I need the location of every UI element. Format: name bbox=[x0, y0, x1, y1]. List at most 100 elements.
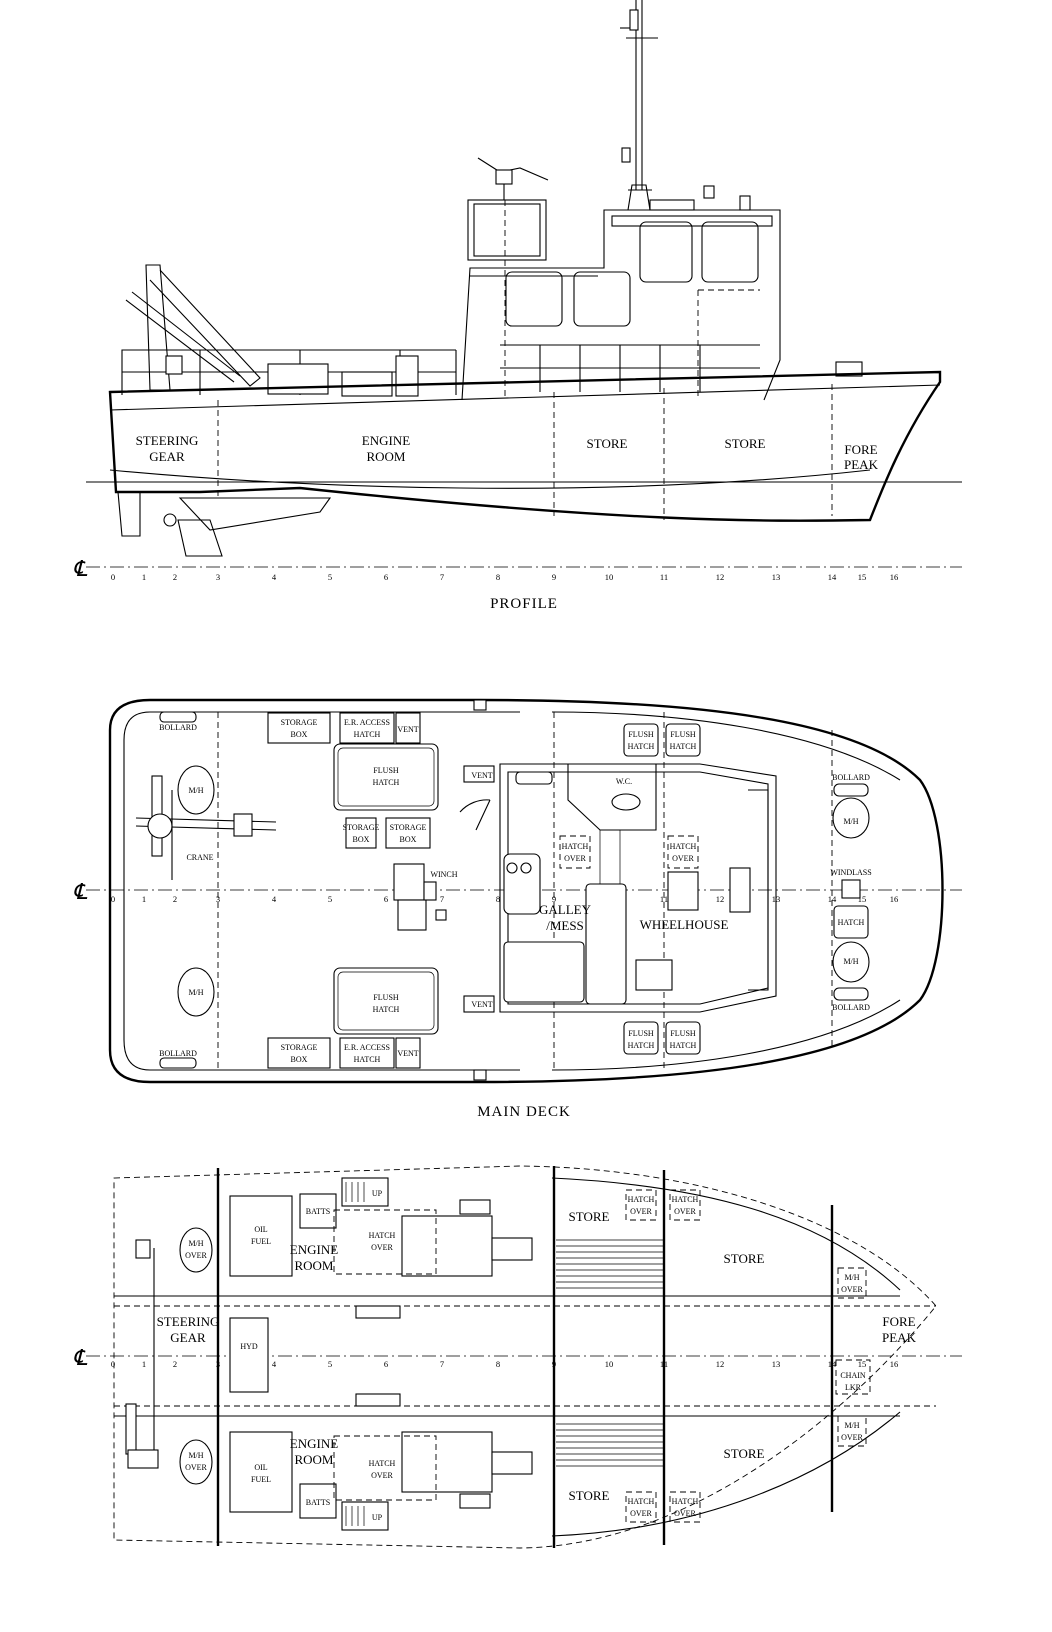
storage-box-label: STORAGE bbox=[281, 1043, 318, 1052]
store-label: STORE bbox=[569, 1488, 610, 1503]
hatch-over-label: HATCH bbox=[670, 842, 697, 851]
mh-over-label: OVER bbox=[841, 1285, 863, 1294]
wheelhouse-label: WHEELHOUSE bbox=[640, 917, 729, 932]
frame-label: 2 bbox=[173, 894, 177, 904]
storage-box-label: BOX bbox=[400, 835, 417, 844]
hatch-over-label: OVER bbox=[371, 1471, 393, 1480]
steering-gear-label: STEERING bbox=[157, 1314, 220, 1329]
frame-label: 5 bbox=[328, 894, 332, 904]
frame-label: 3 bbox=[216, 894, 220, 904]
er-access-hatch-label: HATCH bbox=[354, 1055, 381, 1064]
hatch-over-label: HATCH bbox=[369, 1459, 396, 1468]
store-floor-grating bbox=[556, 1239, 664, 1467]
flush-hatch-label: HATCH bbox=[628, 1041, 655, 1050]
main-deck-title: MAIN DECK bbox=[477, 1104, 571, 1120]
frame-label: 1 bbox=[142, 572, 146, 582]
compartment-label-store: STORE bbox=[725, 436, 766, 451]
manhole-label: M/H bbox=[188, 988, 203, 997]
fore-peak-label: PEAK bbox=[882, 1330, 917, 1345]
up-label: UP bbox=[372, 1513, 383, 1522]
frame-label: 13 bbox=[772, 572, 781, 582]
frame-label: 14 bbox=[828, 894, 837, 904]
hatch-over-label: HATCH bbox=[628, 1195, 655, 1204]
frame-label: 11 bbox=[660, 894, 668, 904]
mh-over-label: OVER bbox=[841, 1433, 863, 1442]
hatch-over-label: HATCH bbox=[672, 1497, 699, 1506]
flush-hatch-label: FLUSH bbox=[670, 730, 696, 739]
hatch-over-label: OVER bbox=[564, 854, 586, 863]
profile-view: ℄ 0 1 2 3 4 5 6 7 8 9 10 11 12 13 14 15 … bbox=[73, 0, 962, 612]
storage-box-label: BOX bbox=[291, 1055, 308, 1064]
profile-frame-ruler: 0 1 2 3 4 5 6 7 8 9 10 11 12 13 14 15 16 bbox=[111, 572, 898, 582]
engine-room-label: ROOM bbox=[294, 1452, 333, 1467]
crane-label: CRANE bbox=[186, 853, 213, 862]
lower-deck-frame-ruler: 0 1 2 3 4 5 6 7 8 9 10 11 12 13 14 15 16 bbox=[111, 1359, 898, 1369]
vent-label: VENT bbox=[397, 725, 418, 734]
manhole-label: M/H bbox=[188, 786, 203, 795]
galley-mess-label: GALLEY bbox=[539, 902, 592, 917]
flush-hatch-label: HATCH bbox=[373, 1005, 400, 1014]
profile-title: PROFILE bbox=[490, 596, 558, 612]
engine-room-label: ENGINE bbox=[290, 1242, 338, 1257]
vent-label: VENT bbox=[471, 1000, 492, 1009]
frame-label: 6 bbox=[384, 1359, 388, 1369]
mh-over-label: OVER bbox=[185, 1463, 207, 1472]
frame-label: 12 bbox=[716, 1359, 725, 1369]
oil-fuel-label: FUEL bbox=[251, 1475, 271, 1484]
compartment-label-store: STORE bbox=[587, 436, 628, 451]
frame-label: 0 bbox=[111, 572, 115, 582]
hatch-over-label: HATCH bbox=[672, 1195, 699, 1204]
compartment-label-engine: ENGINE bbox=[362, 433, 410, 448]
frame-label: 4 bbox=[272, 894, 277, 904]
storage-box-label: STORAGE bbox=[343, 823, 380, 832]
mh-over-label: M/H bbox=[844, 1421, 859, 1430]
steering-gear-label: GEAR bbox=[170, 1330, 206, 1345]
mh-over-label: M/H bbox=[188, 1239, 203, 1248]
mh-over-label: M/H bbox=[188, 1451, 203, 1460]
frame-label: 11 bbox=[660, 572, 668, 582]
storage-box-label: STORAGE bbox=[281, 718, 318, 727]
frame-label: 15 bbox=[858, 894, 867, 904]
hatch-over-label: HATCH bbox=[562, 842, 589, 851]
storage-box-label: STORAGE bbox=[390, 823, 427, 832]
frame-label: 8 bbox=[496, 894, 500, 904]
frame-label: 7 bbox=[440, 572, 444, 582]
frame-label: 9 bbox=[552, 572, 556, 582]
hatch-label: HATCH bbox=[838, 918, 865, 927]
hatch-over-label: OVER bbox=[672, 854, 694, 863]
frame-label: 2 bbox=[173, 1359, 177, 1369]
centreline-symbol: ℄ bbox=[73, 556, 88, 581]
frame-label: 16 bbox=[890, 894, 899, 904]
frame-label: 0 bbox=[111, 1359, 115, 1369]
frame-label: 7 bbox=[440, 1359, 444, 1369]
bollard-label: BOLLARD bbox=[159, 723, 197, 732]
flush-hatch-label: HATCH bbox=[670, 1041, 697, 1050]
store-label: STORE bbox=[724, 1251, 765, 1266]
frame-label: 6 bbox=[384, 894, 388, 904]
storage-box-label: BOX bbox=[291, 730, 308, 739]
frame-label: 12 bbox=[716, 894, 725, 904]
mh-over-label: OVER bbox=[185, 1251, 207, 1260]
lower-deck-view: ℄ 0 1 2 3 4 5 6 7 8 9 10 11 12 13 14 15 … bbox=[73, 1165, 962, 1549]
frame-label: 14 bbox=[828, 572, 837, 582]
up-label: UP bbox=[372, 1189, 383, 1198]
frame-label: 1 bbox=[142, 1359, 146, 1369]
store-label: STORE bbox=[569, 1209, 610, 1224]
flush-hatch-label: FLUSH bbox=[373, 993, 399, 1002]
hatch-over-label: OVER bbox=[674, 1207, 696, 1216]
frame-label: 9 bbox=[552, 1359, 556, 1369]
frame-label: 5 bbox=[328, 1359, 332, 1369]
frame-label: 15 bbox=[858, 1359, 867, 1369]
hatch-over-label: HATCH bbox=[628, 1497, 655, 1506]
frame-label: 0 bbox=[111, 894, 115, 904]
er-access-hatch-label: E.R. ACCESS bbox=[344, 1043, 390, 1052]
compartment-label-steering: STEERING bbox=[136, 433, 199, 448]
store-label: STORE bbox=[724, 1446, 765, 1461]
er-access-hatch-label: E.R. ACCESS bbox=[344, 718, 390, 727]
frame-label: 1 bbox=[142, 894, 146, 904]
frame-label: 10 bbox=[605, 572, 614, 582]
chain-locker-label: CHAIN bbox=[840, 1371, 866, 1380]
centreline-symbol: ℄ bbox=[73, 1345, 88, 1370]
frame-label: 15 bbox=[858, 572, 867, 582]
